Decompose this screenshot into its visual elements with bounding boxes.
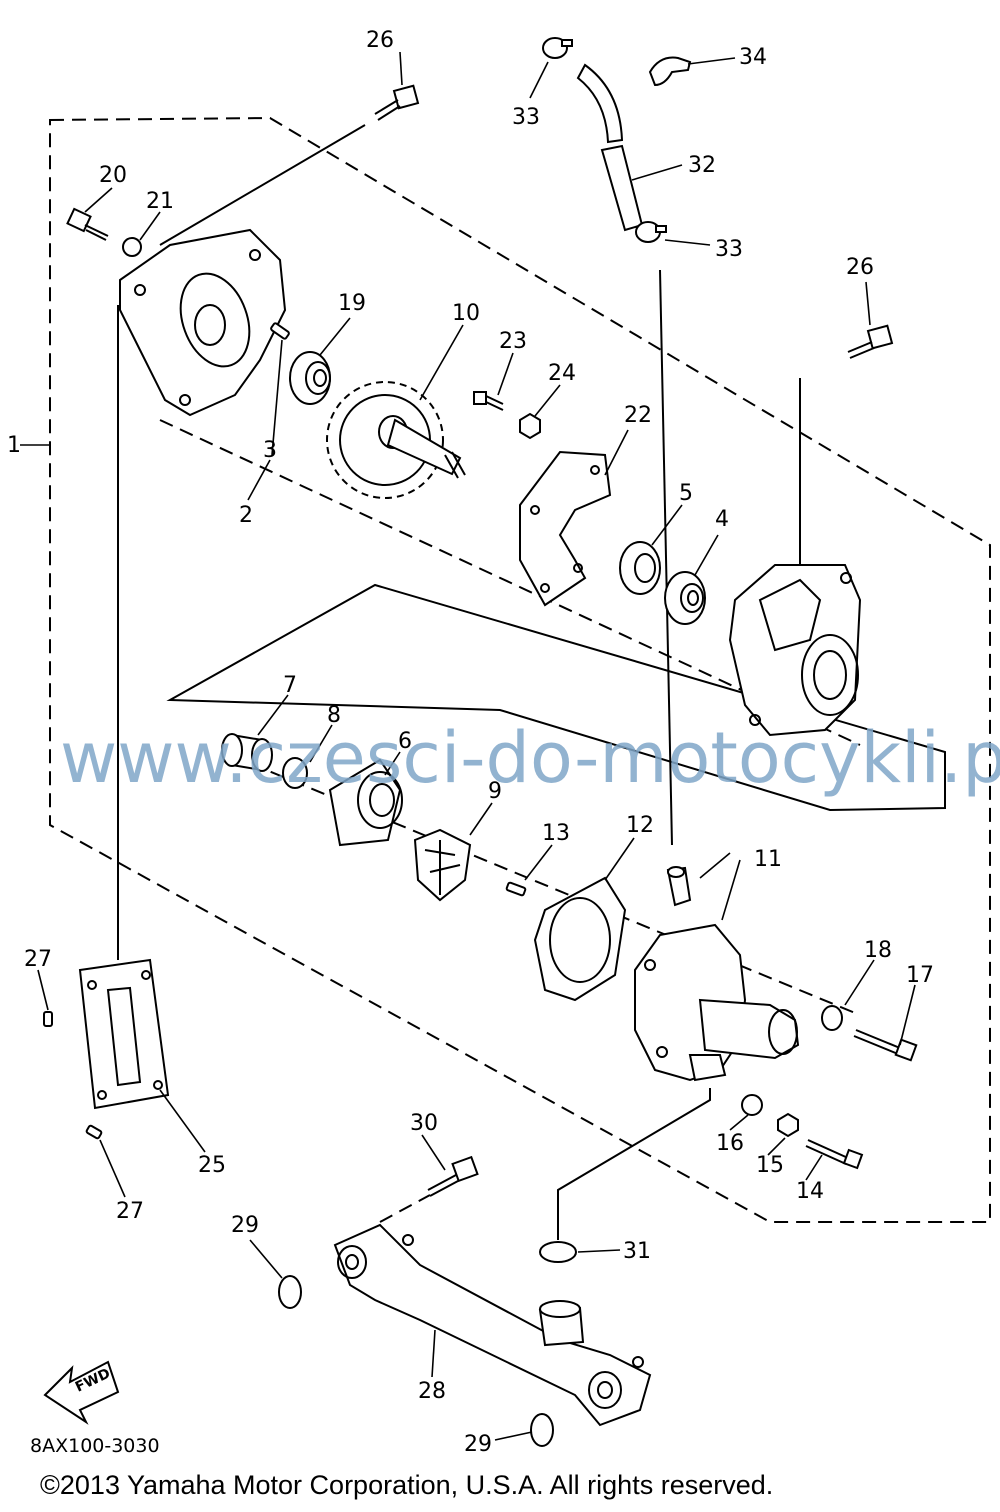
part-19-bearing [289,351,331,405]
callout-9: 9 [488,779,502,804]
part-16-washer [741,1094,763,1116]
connector-31 [557,1088,711,1240]
part-9-impeller [413,828,472,902]
connector-26 [159,124,366,246]
part-10-gear-shaft [326,381,466,499]
callout-21: 21 [146,189,174,214]
connector-30 [379,1194,431,1223]
callout-10: 10 [452,301,480,326]
part-29-o-ring-upper [278,1275,302,1309]
callout-numbers: 1 2 3 4 5 6 7 8 9 10 11 12 13 14 15 16 1… [7,28,934,1457]
part-20-bolt [66,207,109,241]
part-33-clamp-lower [635,221,667,243]
part-12-gasket [533,876,627,1002]
part-6-mechanical-seal [328,758,403,847]
copyright-notice: ©2013 Yamaha Motor Corporation, U.S.A. A… [40,1470,773,1500]
inner-outline [166,583,946,812]
left-cover [119,228,287,417]
part-27-dowel-pin-lower [85,1124,103,1140]
callout-13: 13 [542,821,570,846]
pump-housing [634,923,800,1082]
callout-26-upper: 26 [366,28,394,53]
callout-15: 15 [756,1153,784,1178]
callout-29-lower: 29 [464,1432,492,1457]
hose-axis-line [659,269,673,846]
callout-16: 16 [716,1131,744,1156]
part-11-fitting [666,866,692,907]
part-25-cover-gasket [78,958,170,1110]
callout-31: 31 [623,1239,651,1264]
part-13-pin [505,881,527,897]
callout-18: 18 [864,938,892,963]
callout-1: 1 [7,433,21,458]
diagram-code: 8AX100-3030 [30,1435,160,1457]
callout-32: 32 [688,153,716,178]
callout-27-upper: 27 [24,947,52,972]
callout-4: 4 [715,507,729,532]
callout-26-right: 26 [846,255,874,280]
callout-28: 28 [418,1379,446,1404]
callout-19: 19 [338,291,366,316]
part-29-o-ring-lower [530,1413,554,1447]
part-4-bearing [664,571,706,625]
part-32-hose [576,63,644,232]
forward-arrow-icon: FWD [43,1360,120,1425]
part-15-nut [777,1112,799,1138]
part-14-bolt [805,1139,864,1170]
part-30-bolt [427,1155,479,1197]
part-3-pin [270,322,290,340]
callout-2: 2 [239,503,253,528]
watermark-text: www.czesci-do-motocykli.pl [60,717,1000,799]
callout-23: 23 [499,329,527,354]
callout-30: 30 [410,1111,438,1136]
right-housing [728,564,862,737]
callout-5: 5 [679,481,693,506]
part-26-bolt-upper [374,84,420,121]
callout-8: 8 [327,703,341,728]
part-5-oil-seal [619,541,661,595]
callout-24: 24 [548,361,576,386]
callout-33-lower: 33 [715,237,743,262]
callout-6: 6 [398,729,412,754]
part-23-bolt [473,391,504,411]
part-24-nut [519,412,541,440]
callout-34: 34 [739,45,767,70]
part-21-washer [122,237,142,257]
part-7-collar [221,733,273,772]
callout-3: 3 [263,438,277,463]
callout-12: 12 [626,813,654,838]
part-18-washer [821,1005,843,1031]
callout-14: 14 [796,1179,824,1204]
leader-lines [20,51,916,1441]
callout-22: 22 [624,403,652,428]
part-27-dowel-pin-upper [43,1011,53,1027]
callout-20: 20 [99,163,127,188]
part-28-water-pipe [333,1223,652,1427]
part-8-washer [282,757,308,789]
part-17-bolt [853,1029,918,1062]
part-26-bolt-right [847,324,894,359]
callout-11: 11 [754,847,782,872]
callout-27-lower: 27 [116,1199,144,1224]
part-34-hose-clip [648,56,692,87]
part-33-clamp-upper [542,37,573,59]
callout-33-upper: 33 [512,105,540,130]
callout-29-upper: 29 [231,1213,259,1238]
callout-25: 25 [198,1153,226,1178]
callout-17: 17 [906,963,934,988]
part-22-plate [519,450,612,607]
part-31-o-ring [539,1241,577,1263]
callout-7: 7 [283,673,297,698]
assembly-outline [49,116,991,1223]
